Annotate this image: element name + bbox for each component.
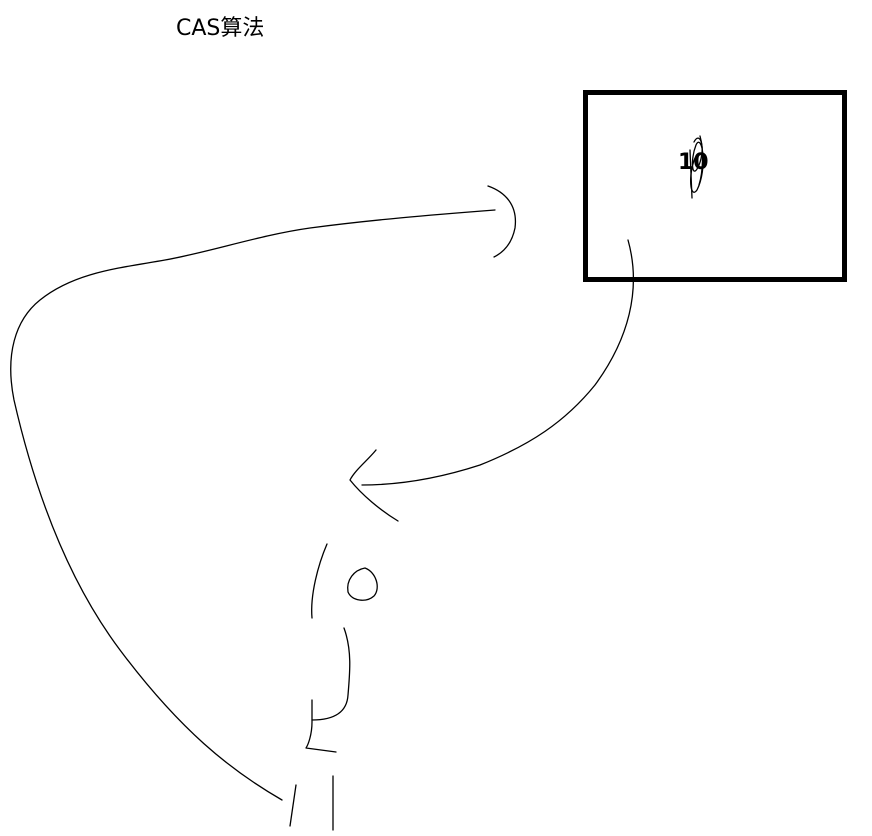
memory-value-box: 10: [583, 90, 847, 282]
stick-figure: [289, 543, 378, 831]
scribble-mark: [689, 135, 704, 199]
down-arrow: [349, 239, 634, 522]
page-title: CAS算法: [176, 16, 265, 41]
loop-arrow: [10, 185, 517, 801]
